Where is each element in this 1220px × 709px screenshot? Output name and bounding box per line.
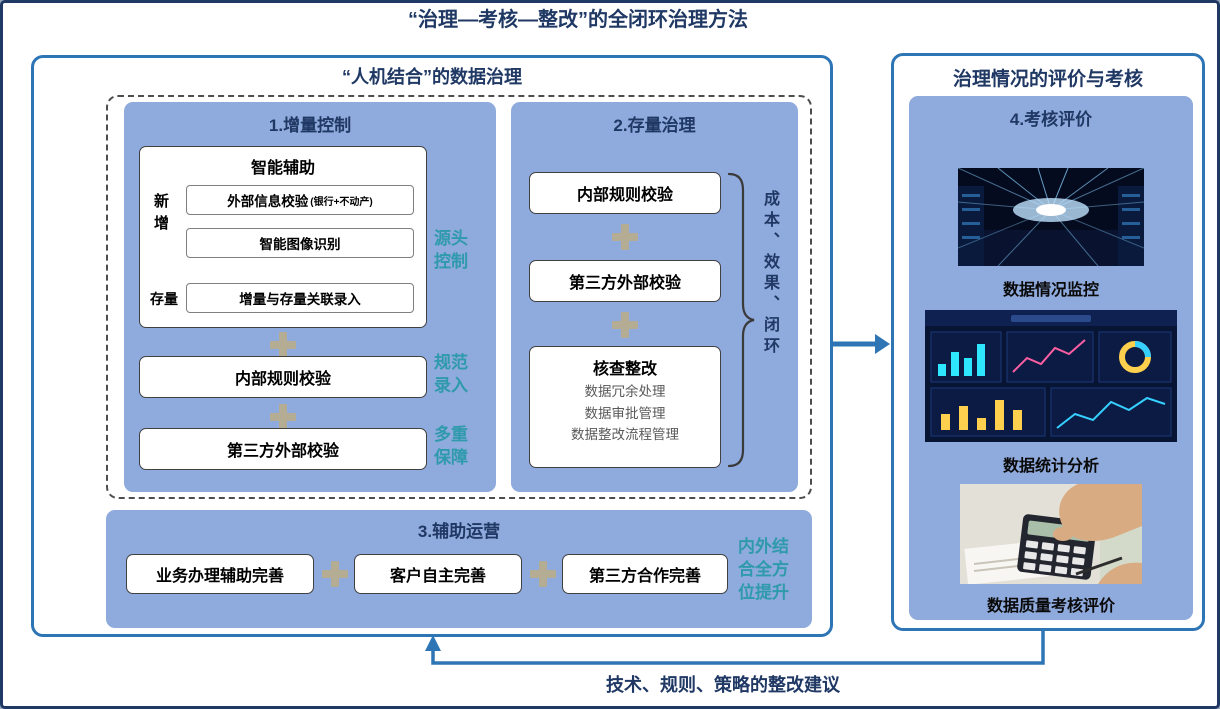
label-new-records: 新增 xyxy=(154,193,170,232)
verify-rectify-box: 核查整改 数据冗余处理 数据审批管理 数据整改流程管理 xyxy=(529,346,721,468)
external-info-check-box: 外部信息校验 (银行+不动产) xyxy=(186,185,414,215)
dashed-group-border xyxy=(106,95,812,499)
panel4-title: 4.考核评价 xyxy=(1009,110,1093,129)
panel-assessment: 4.考核评价 xyxy=(909,96,1193,620)
caption-data-analysis: 数据统计分析 xyxy=(1002,458,1099,475)
internal-rule-check-box-1: 内部规则校验 xyxy=(139,356,427,398)
feedback-label: 技术、规则、策略的整改建议 xyxy=(606,675,840,695)
right-section-title: 治理情况的评价与考核 xyxy=(952,69,1143,90)
side-label-multi-guarantee: 多重保障 xyxy=(434,425,468,467)
customer-self-box: 客户自主完善 xyxy=(354,554,522,594)
caption-data-monitoring: 数据情况监控 xyxy=(1002,282,1099,299)
cost-effect-loop-label: 成本、效果、闭环 xyxy=(761,190,778,358)
approval-item: 数据审批管理 xyxy=(584,405,666,421)
flow-arrow-icon xyxy=(833,334,890,354)
redundancy-item: 数据冗余处理 xyxy=(584,384,666,399)
business-assist-box: 业务办理辅助完善 xyxy=(126,554,314,594)
main-title: “治理—考核—整改”的全闭环治理方法 xyxy=(3,3,1153,32)
verify-rectify-title: 核查整改 xyxy=(592,361,657,378)
plus-icon xyxy=(612,224,638,250)
data-monitoring-image xyxy=(958,168,1144,266)
left-section: “人机结合”的数据治理 1.增量控制 智能辅助 新增 外部信息校验 (银行+不动… xyxy=(31,55,833,637)
thirdparty-coop-label: 第三方合作完善 xyxy=(588,568,701,585)
thirdparty-coop-box: 第三方合作完善 xyxy=(562,554,728,594)
customer-self-label: 客户自主完善 xyxy=(389,568,486,585)
label-stock-records: 存量 xyxy=(150,291,178,307)
data-analysis-image xyxy=(925,310,1177,442)
linked-entry-label: 增量与存量关联录入 xyxy=(239,292,361,307)
plus-icon xyxy=(612,312,638,338)
panel-incremental-control: 1.增量控制 智能辅助 新增 外部信息校验 (银行+不动产) 智能图像识别 存量… xyxy=(124,102,496,492)
business-assist-label: 业务办理辅助完善 xyxy=(155,568,284,585)
side-label-all-round: 内外结合全方位提升 xyxy=(738,537,789,602)
internal-rule-check-box-2: 内部规则校验 xyxy=(529,172,721,214)
thirdparty-check-label-2: 第三方外部校验 xyxy=(568,275,681,292)
linked-entry-box: 增量与存量关联录入 xyxy=(186,283,414,313)
feedback-arrow-icon xyxy=(425,631,1045,665)
smart-assist-title: 智能辅助 xyxy=(250,160,315,177)
side-label-standard-entry: 规范录入 xyxy=(434,353,468,395)
panel-assist-operation: 3.辅助运营 业务办理辅助完善 客户自主完善 第三方合作完善 内外结合全方位提升 xyxy=(106,510,812,628)
main-title-text: “治理—考核—整改”的全闭环治理方法 xyxy=(408,9,748,31)
thirdparty-check-box-2: 第三方外部校验 xyxy=(529,260,721,302)
panel1-title: 1.增量控制 xyxy=(268,116,352,135)
workflow-item: 数据整改流程管理 xyxy=(571,427,679,443)
external-info-check-note: (银行+不动产) xyxy=(310,196,373,208)
plus-icon xyxy=(270,404,296,430)
smart-assist-group: 智能辅助 新增 外部信息校验 (银行+不动产) 智能图像识别 存量 增量与存量关… xyxy=(139,146,427,328)
image-recognition-label: 智能图像识别 xyxy=(259,237,341,252)
external-info-check-label: 外部信息校验 xyxy=(227,194,309,209)
panel3-title: 3.辅助运营 xyxy=(417,522,501,541)
panel-stock-governance: 2.存量治理 内部规则校验 第三方外部校验 核查整改 数据冗余处理 数据审批管理… xyxy=(511,102,798,492)
internal-rule-check-label-2: 内部规则校验 xyxy=(576,187,673,204)
plus-icon xyxy=(322,561,348,587)
left-section-title: “人机结合”的数据治理 xyxy=(342,67,522,87)
right-section: 治理情况的评价与考核 4.考核评价 xyxy=(891,53,1205,631)
side-label-source-control: 源头控制 xyxy=(434,229,468,271)
image-recognition-box: 智能图像识别 xyxy=(186,228,414,258)
panel2-title: 2.存量治理 xyxy=(613,116,696,135)
plus-icon xyxy=(530,561,556,587)
thirdparty-check-label-1: 第三方外部校验 xyxy=(226,443,339,460)
brace-icon xyxy=(727,172,755,468)
internal-rule-check-label-1: 内部规则校验 xyxy=(234,371,331,388)
plus-icon xyxy=(270,332,296,358)
thirdparty-check-box-1: 第三方外部校验 xyxy=(139,428,427,470)
data-quality-image xyxy=(960,484,1142,584)
caption-data-quality: 数据质量考核评价 xyxy=(986,598,1115,615)
